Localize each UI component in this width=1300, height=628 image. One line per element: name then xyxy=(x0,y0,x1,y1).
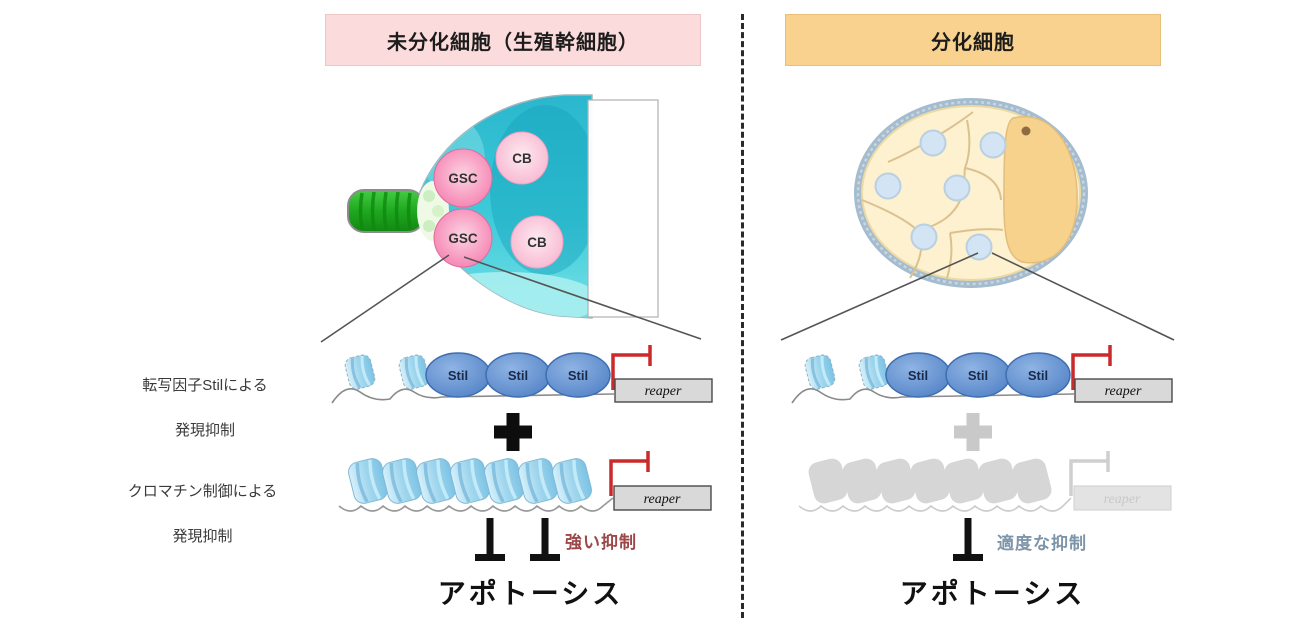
right-panel-header: 分化細胞 xyxy=(785,14,1161,66)
reaper-gene-box: reaper xyxy=(614,378,713,403)
reaper-gene-box-gray: reaper xyxy=(1073,485,1172,511)
panel-divider xyxy=(741,14,744,618)
packed-nucleosomes xyxy=(344,454,596,508)
terminal-filament xyxy=(347,189,425,233)
reaper-label: reaper xyxy=(644,492,681,507)
right-panel-title: 分化細胞 xyxy=(931,31,1015,54)
strong-inhibition-symbols xyxy=(475,518,560,561)
left-chromatin-repression-row: reaper xyxy=(338,451,712,512)
dna-strand xyxy=(338,497,614,512)
germarium-illustration: GSC GSC CB CB xyxy=(320,94,702,343)
stil-proteins: Stil Stil Stil xyxy=(885,352,1071,398)
cb-label: CB xyxy=(512,151,532,166)
stil-proteins: Stil Stil Stil xyxy=(425,352,611,398)
nucleosome-icon xyxy=(342,351,378,393)
apoptosis-label-right: アポトーシス xyxy=(899,578,1086,609)
chromatin-repression-label-line1: クロマチン制御による xyxy=(127,482,278,500)
blocked-promoter-arrow xyxy=(611,345,652,390)
moderate-repression-note: 適度な抑制 xyxy=(997,534,1087,553)
left-zoom-lines xyxy=(320,254,702,343)
stil-label: Stil xyxy=(448,368,468,383)
plus-sign-right-inactive xyxy=(954,413,992,451)
blocked-promoter-arrow-gray xyxy=(1069,451,1110,496)
oocyte xyxy=(1003,116,1078,264)
right-chromatin-row-inactive: reaper xyxy=(798,451,1172,512)
stil-label: Stil xyxy=(908,368,928,383)
stil-label: Stil xyxy=(568,368,588,383)
cell-nuclei xyxy=(874,129,1007,261)
packed-nucleosomes-gray xyxy=(806,456,1054,506)
cb-cell-bottom: CB xyxy=(510,215,564,269)
right-zoom-lines xyxy=(780,252,1175,341)
gsc-label: GSC xyxy=(448,231,478,246)
right-stil-repression-row: Stil Stil Stil reaper xyxy=(791,345,1173,404)
tf-repression-label: 転写因子Stilによる 発現抑制 xyxy=(95,352,315,442)
left-panel-title: 未分化細胞（生殖幹細胞） xyxy=(387,31,639,54)
strong-repression-note: 強い抑制 xyxy=(565,533,637,552)
stil-label: Stil xyxy=(1028,368,1048,383)
reaper-gene-box: reaper xyxy=(1074,378,1173,403)
stil-label: Stil xyxy=(508,368,528,383)
dna-strand-gray xyxy=(798,497,1072,512)
stil-label: Stil xyxy=(968,368,988,383)
dna-strand xyxy=(331,388,615,404)
gsc-cell-bottom: GSC xyxy=(433,208,493,268)
dna-strand xyxy=(791,388,1075,404)
cb-cell-top: CB xyxy=(495,131,549,185)
reaper-label: reaper xyxy=(645,384,682,399)
oocyte-nucleus-dot xyxy=(1021,126,1031,136)
gsc-cell-top: GSC xyxy=(433,148,493,208)
apoptosis-label-left: アポトーシス xyxy=(437,578,624,609)
blocked-promoter-arrow xyxy=(609,451,650,496)
reaper-gene-box: reaper xyxy=(613,485,712,511)
reaper-label-faint: reaper xyxy=(1104,492,1141,507)
chromatin-repression-label: クロマチン制御による 発現抑制 xyxy=(85,458,320,548)
plus-sign-left xyxy=(494,413,532,451)
gsc-label: GSC xyxy=(448,171,478,186)
left-panel-header: 未分化細胞（生殖幹細胞） xyxy=(325,14,701,66)
tf-repression-label-line2: 発現抑制 xyxy=(174,421,235,439)
moderate-inhibition-symbol xyxy=(953,518,983,561)
blocked-promoter-arrow xyxy=(1071,345,1112,390)
chromatin-repression-label-line2: 発現抑制 xyxy=(172,527,233,545)
egg-chamber-illustration xyxy=(780,98,1175,341)
cutaway-box xyxy=(587,99,659,318)
nucleosome-icon xyxy=(802,351,838,393)
cb-label: CB xyxy=(527,235,547,250)
reaper-label: reaper xyxy=(1105,384,1142,399)
left-stil-repression-row: Stil Stil Stil reaper xyxy=(331,345,713,404)
tf-repression-label-line1: 転写因子Stilによる xyxy=(142,376,268,394)
